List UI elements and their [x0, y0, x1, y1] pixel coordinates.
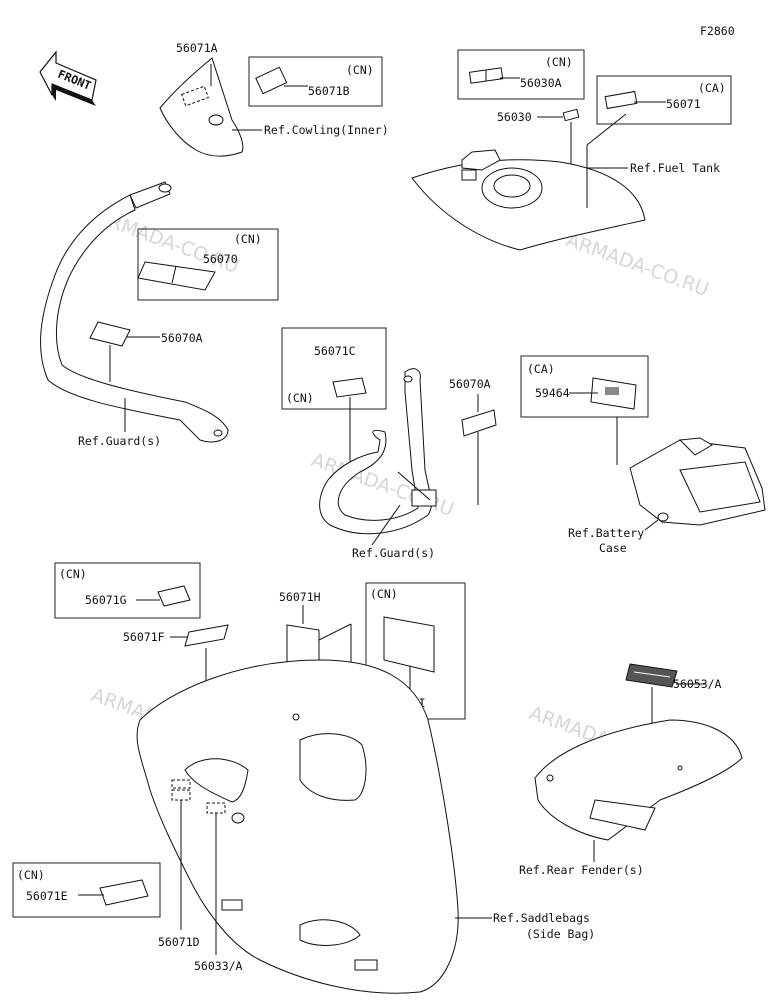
region-cn-56030A: (CN) — [545, 55, 573, 69]
front-arrow-icon: FRONT — [39, 50, 97, 106]
decal-56071F — [184, 624, 229, 647]
label-56070: 56070 — [203, 252, 238, 266]
label-56071F: 56071F — [123, 630, 165, 644]
region-cn-56071E: (CN) — [17, 868, 45, 882]
fuel-tank-group: (CN) 56030A (CA) 56071 56030 Ref.Fuel Ta… — [411, 49, 732, 251]
ref-battery-case-1: Ref.Battery — [568, 526, 644, 540]
cowling-inner-part — [159, 57, 244, 157]
left-guard-part — [40, 194, 229, 443]
region-ca-59464: (CA) — [527, 362, 555, 376]
decal-56053A — [625, 663, 678, 688]
box-56071E — [12, 862, 161, 918]
decal-56071G — [157, 585, 191, 607]
box-59464 — [520, 355, 649, 418]
ref-saddlebags-1: Ref.Saddlebags — [493, 911, 590, 925]
decal-56071C — [332, 377, 367, 398]
decal-56071 — [604, 90, 638, 110]
decal-56070A-mid — [461, 409, 497, 437]
ref-guard-mid: Ref.Guard(s) — [352, 546, 435, 560]
label-56071B: 56071B — [308, 84, 350, 98]
watermark-2: ARMADA-CO.RU — [563, 229, 711, 301]
label-56071H: 56071H — [279, 590, 321, 604]
region-cn-56071I: (CN) — [370, 587, 398, 601]
box-56070 — [137, 228, 279, 301]
label-56071A: 56071A — [176, 41, 218, 55]
box-56071C — [281, 327, 387, 410]
region-cn-56071G: (CN) — [59, 567, 87, 581]
region-cn-56071C: (CN) — [286, 391, 314, 405]
cowling-inner-group: 56071A Ref.Cowling(Inner) (CN) 56071B — [159, 41, 389, 157]
label-56071G: 56071G — [85, 593, 127, 607]
label-56070A-mid: 56070A — [449, 377, 491, 391]
box-56071B — [248, 56, 383, 107]
label-56030: 56030 — [497, 110, 532, 124]
decal-56070A-left — [89, 321, 131, 347]
label-59464: 59464 — [535, 386, 570, 400]
region-cn-56071B: (CN) — [346, 63, 374, 77]
saddlebag-group: (CN) 56071G 56071F 56071H (CN) 56071I 56… — [12, 562, 743, 994]
box-56071 — [596, 75, 732, 125]
rear-fender-part — [534, 719, 743, 841]
decal-56071I — [383, 616, 435, 673]
label-56033A: 56033/A — [194, 959, 243, 973]
left-guard-group: (CN) 56070 56070A Ref.Guard(s) — [40, 181, 279, 448]
ref-saddlebags-2: (Side Bag) — [526, 927, 595, 941]
label-56070A-left: 56070A — [161, 331, 203, 345]
decal-56030 — [562, 108, 580, 122]
box-56071G — [54, 562, 201, 619]
decal-56071B — [255, 66, 288, 95]
decal-56070 — [137, 261, 216, 291]
ref-cowling-inner: Ref.Cowling(Inner) — [264, 123, 389, 137]
label-56071C: 56071C — [314, 344, 356, 358]
ref-fuel-tank: Ref.Fuel Tank — [630, 161, 720, 175]
label-56071E: 56071E — [26, 889, 68, 903]
saddlebag-part — [136, 659, 459, 994]
label-56030A: 56030A — [520, 76, 562, 90]
ref-battery-case-2: Case — [599, 541, 627, 555]
box-56030A — [457, 49, 585, 100]
battery-case-group: (CA) 59464 Ref.Battery Case — [520, 355, 766, 555]
ref-rear-fender: Ref.Rear Fender(s) — [519, 863, 644, 877]
diagram-code: F2860 — [700, 24, 735, 38]
ref-guard-left: Ref.Guard(s) — [78, 434, 161, 448]
middle-guard-group: 56071C (CN) 56070A Ref.Guard(s) — [281, 327, 497, 560]
label-56071D: 56071D — [158, 935, 200, 949]
region-cn-56070: (CN) — [234, 232, 262, 246]
region-ca-56071: (CA) — [698, 81, 726, 95]
decal-56071E — [99, 879, 149, 906]
label-56071: 56071 — [666, 97, 701, 111]
